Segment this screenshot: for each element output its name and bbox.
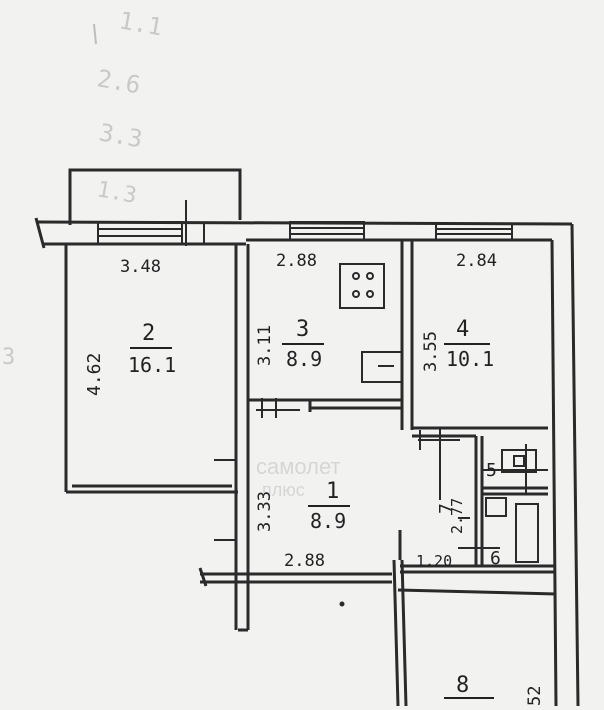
dim-room1-height: 3.33: [255, 491, 275, 532]
dimension-labels: 3.48 4.62 2.88 3.11 2.84 3.55 2.88 3.33 …: [84, 251, 545, 706]
bathtub-icon: [515, 503, 539, 563]
toilet-icon: [501, 449, 537, 473]
room8-number: 8: [456, 673, 469, 698]
bg-mark-1: 1.1: [117, 6, 165, 41]
watermark-sub: плюс: [262, 480, 305, 500]
room2-area: 16.1: [128, 353, 176, 377]
dim-room3-width: 2.88: [276, 251, 317, 271]
sink-icon: [361, 351, 403, 383]
stove-icon: [339, 263, 385, 309]
dim-room8-height: 52: [525, 686, 545, 706]
room4-area: 10.1: [446, 347, 494, 371]
bg-mark-2: 2.6: [95, 64, 143, 99]
dim-room2-height: 4.62: [84, 353, 105, 396]
bg-mark-4: 1.3: [95, 177, 138, 209]
bg-mark-3: 3.3: [97, 118, 145, 153]
dim-room1-width: 2.88: [284, 551, 325, 571]
dim-room6-width: 1.20: [416, 552, 452, 570]
dim-room4-height: 3.55: [421, 331, 441, 372]
dim-room7-height: 2.77: [448, 498, 466, 534]
room7-number: 7: [436, 503, 457, 514]
window-room4: [435, 223, 513, 241]
window-room3: [289, 221, 365, 241]
watermark-brand: самолет: [256, 454, 341, 479]
room2-number: 2: [142, 321, 155, 346]
room3-area: 8.9: [286, 347, 322, 371]
walls: [34, 168, 580, 707]
washbasin-icon: [485, 497, 507, 517]
bg-mark-5: 3: [2, 345, 15, 370]
balcony-outline: [68, 168, 242, 225]
room6-number: 6: [490, 548, 501, 569]
room1-area: 8.9: [310, 509, 346, 533]
room3-number: 3: [296, 317, 309, 342]
room1-number: 1: [326, 479, 339, 504]
dim-room2-width: 3.48: [120, 257, 161, 277]
background-marks: 1.1 2.6 3.3 1.3 3: [2, 6, 165, 370]
window-room2: [97, 221, 183, 245]
dim-room3-height: 3.11: [255, 325, 275, 366]
watermark: самолет плюс: [256, 454, 341, 500]
fixtures: [214, 263, 548, 607]
dim-room4-width: 2.84: [456, 251, 497, 271]
room5-number: 5: [486, 460, 497, 481]
room-labels: 2 16.1 3 8.9 4 10.1 1 8.9 5 6 7 8: [128, 317, 501, 699]
windows: [97, 200, 513, 246]
room4-number: 4: [456, 317, 469, 342]
